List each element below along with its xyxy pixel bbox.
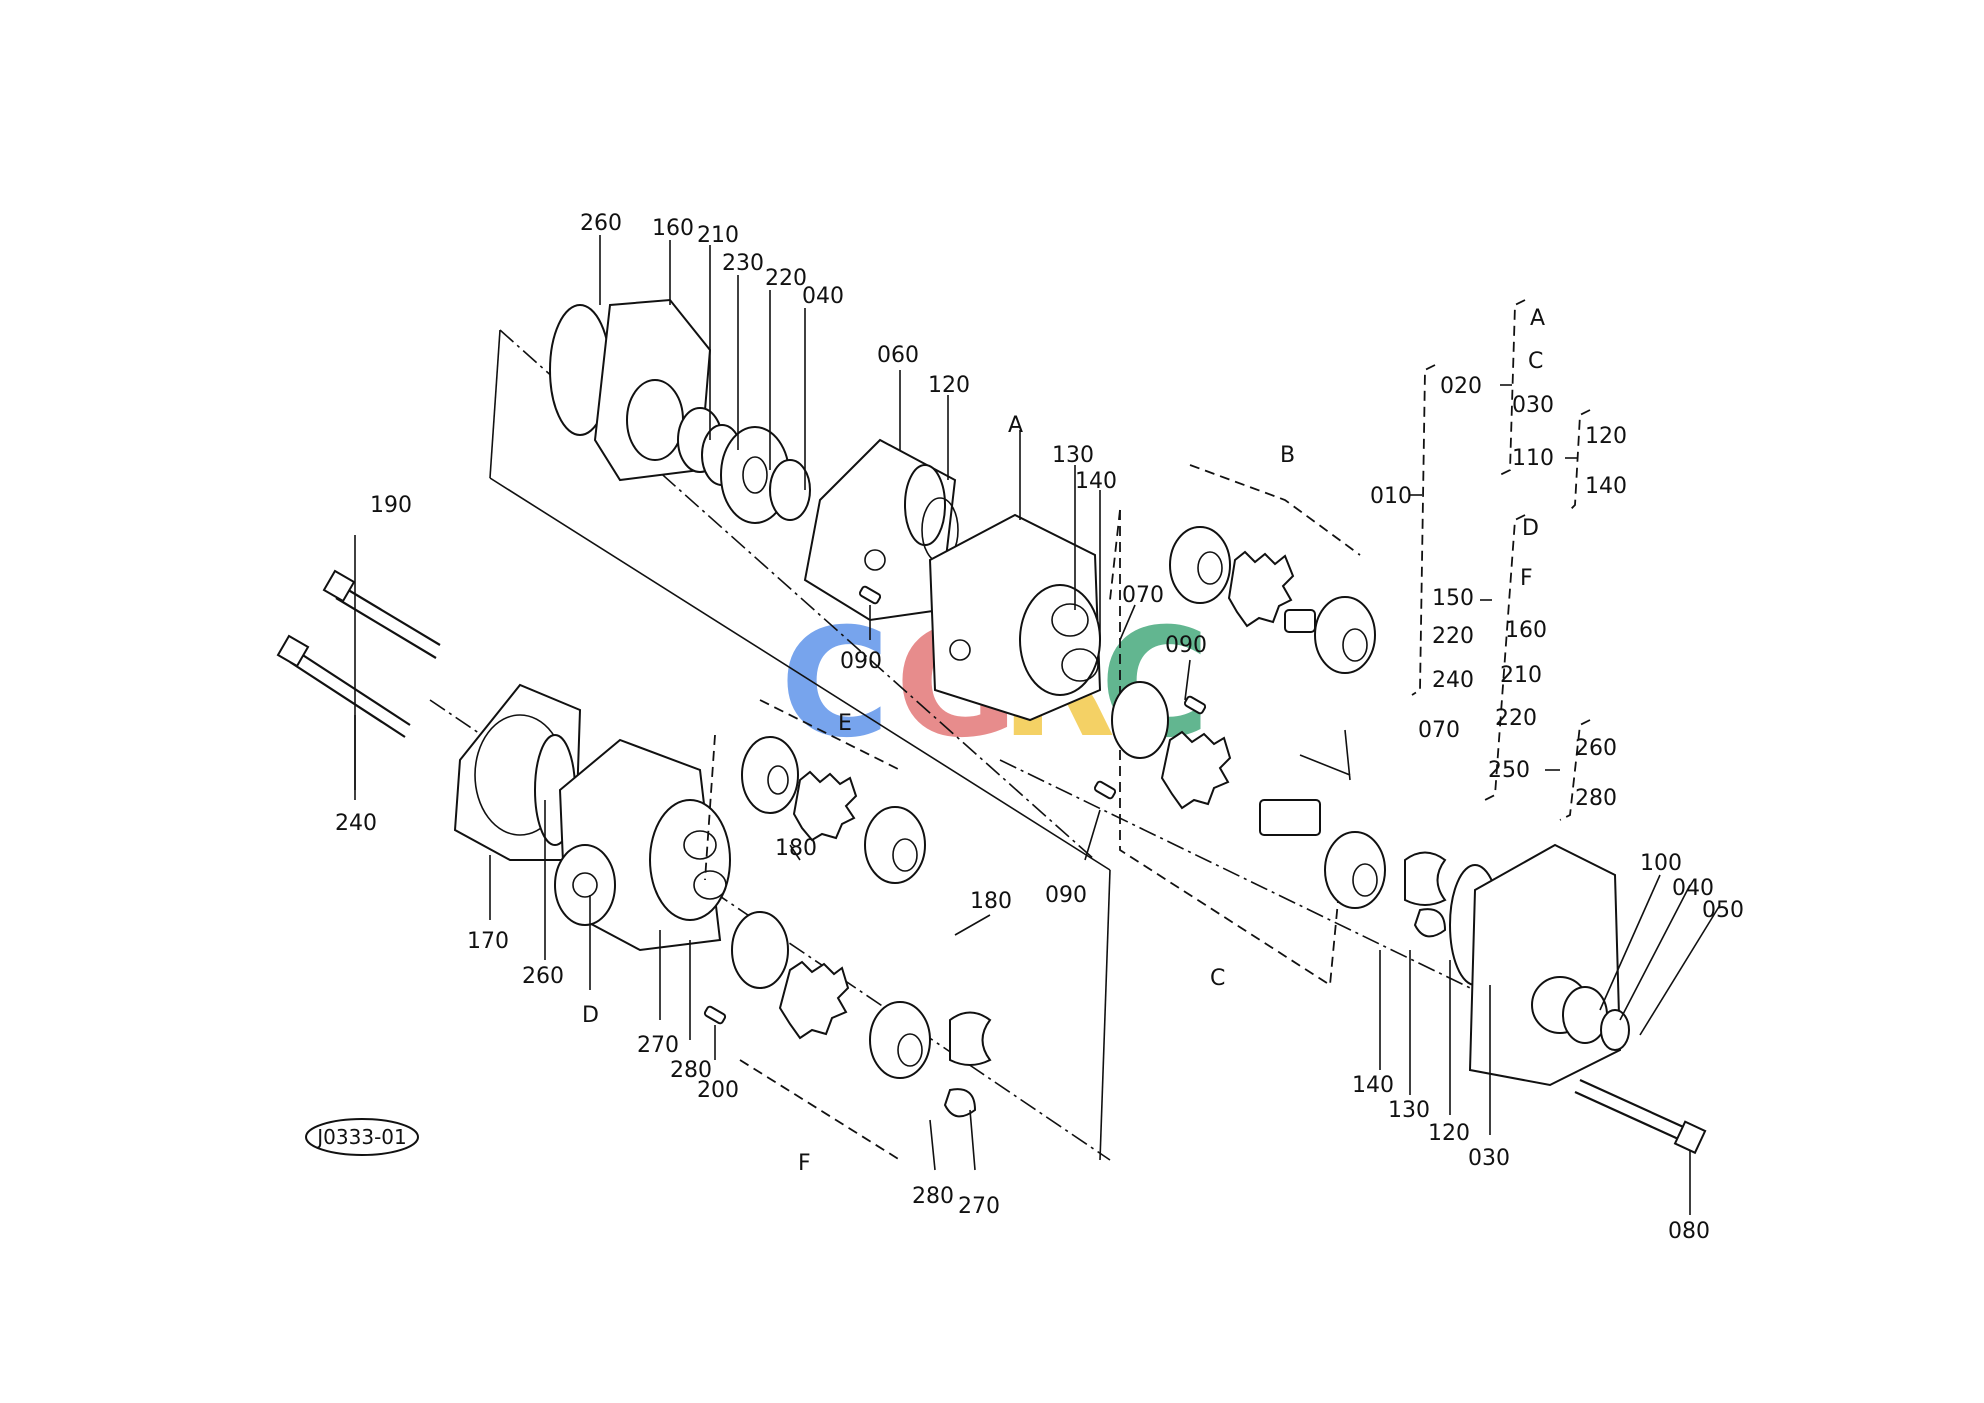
diagram-code-text: J0333-01 xyxy=(315,1125,406,1149)
gear-set-f xyxy=(731,911,992,1161)
label-200: 200 xyxy=(697,1078,739,1103)
label-e: E xyxy=(838,711,852,736)
label-060: 060 xyxy=(877,343,919,368)
legend-g2-120: 120 xyxy=(1585,424,1627,449)
legend-g4-220: 220 xyxy=(1495,706,1537,731)
rear-cover-030 xyxy=(1449,843,1630,1087)
legend-g3-220: 220 xyxy=(1432,624,1474,649)
label-c: C xyxy=(1210,966,1225,991)
legend-g5-260: 260 xyxy=(1575,736,1617,761)
label-040-top: 040 xyxy=(802,284,844,309)
label-050: 050 xyxy=(1702,898,1744,923)
bolts-190-240 xyxy=(276,569,441,738)
pump-body-a xyxy=(928,513,1102,722)
gear-set-b xyxy=(1109,464,1376,674)
legend-g4-250: 250 xyxy=(1488,758,1530,783)
legend-g4-d: D xyxy=(1522,516,1539,541)
legend-g3-240: 240 xyxy=(1432,668,1474,693)
watermark-letter-1: C xyxy=(780,597,890,771)
label-140-top: 140 xyxy=(1075,469,1117,494)
legend-texts: 010 020 A C 030 110 120 140 150 220 240 … xyxy=(1370,306,1627,811)
legend-g5-280: 280 xyxy=(1575,786,1617,811)
label-090-c: 090 xyxy=(1045,883,1087,908)
label-040-b: 040 xyxy=(1672,876,1714,901)
legend-g4-160: 160 xyxy=(1505,618,1547,643)
label-170: 170 xyxy=(467,929,509,954)
gear-set-c xyxy=(1111,510,1447,987)
label-b: B xyxy=(1280,443,1295,468)
legend-brackets xyxy=(1410,299,1591,821)
label-140-bottom: 140 xyxy=(1352,1073,1394,1098)
pins xyxy=(703,585,1207,1025)
legend-g1-c: C xyxy=(1528,349,1543,374)
label-270-a: 270 xyxy=(637,1033,679,1058)
label-d: D xyxy=(582,1003,599,1028)
legend-g1-030: 030 xyxy=(1512,393,1554,418)
label-130-bottom: 130 xyxy=(1388,1098,1430,1123)
label-280-a: 280 xyxy=(670,1058,712,1083)
label-270-b: 270 xyxy=(958,1194,1000,1219)
pump-body-d xyxy=(554,738,731,952)
callout-labels: 260 160 210 230 220 040 060 120 A 130 14… xyxy=(335,211,1744,1244)
legend-010: 010 xyxy=(1370,484,1412,509)
diagram-code-badge: J0333-01 xyxy=(305,1118,419,1156)
gear-set-e xyxy=(704,699,926,884)
legend-g1-110: 110 xyxy=(1512,446,1554,471)
label-080: 080 xyxy=(1668,1219,1710,1244)
legend-g4-210: 210 xyxy=(1500,663,1542,688)
legend-g1-a: A xyxy=(1530,306,1545,331)
label-120-top: 120 xyxy=(928,373,970,398)
label-240: 240 xyxy=(335,811,377,836)
label-130-top: 130 xyxy=(1052,443,1094,468)
label-260-bottom: 260 xyxy=(522,964,564,989)
label-090-a: 090 xyxy=(840,649,882,674)
label-070-b: 070 xyxy=(1418,718,1460,743)
label-120-bottom: 120 xyxy=(1428,1121,1470,1146)
label-280-b: 280 xyxy=(912,1184,954,1209)
label-180-a: 180 xyxy=(775,836,817,861)
label-190: 190 xyxy=(370,493,412,518)
label-a: A xyxy=(1008,413,1023,438)
label-030: 030 xyxy=(1468,1146,1510,1171)
label-160-top: 160 xyxy=(652,216,694,241)
label-070-top: 070 xyxy=(1122,583,1164,608)
legend-g2-140: 140 xyxy=(1585,474,1627,499)
label-220-top: 220 xyxy=(765,266,807,291)
label-090-b: 090 xyxy=(1165,633,1207,658)
legend-020: 020 xyxy=(1440,374,1482,399)
label-180-b: 180 xyxy=(970,889,1012,914)
bolt-080 xyxy=(1574,1078,1707,1155)
leader-lines xyxy=(354,235,1721,1215)
front-cover-top xyxy=(549,298,811,524)
label-f: F xyxy=(798,1151,811,1176)
label-260-top: 260 xyxy=(580,211,622,236)
legend-g4-f: F xyxy=(1520,566,1533,591)
label-100: 100 xyxy=(1640,851,1682,876)
label-210-top: 210 xyxy=(697,223,739,248)
label-230-top: 230 xyxy=(722,251,764,276)
legend-g3-150: 150 xyxy=(1432,586,1474,611)
